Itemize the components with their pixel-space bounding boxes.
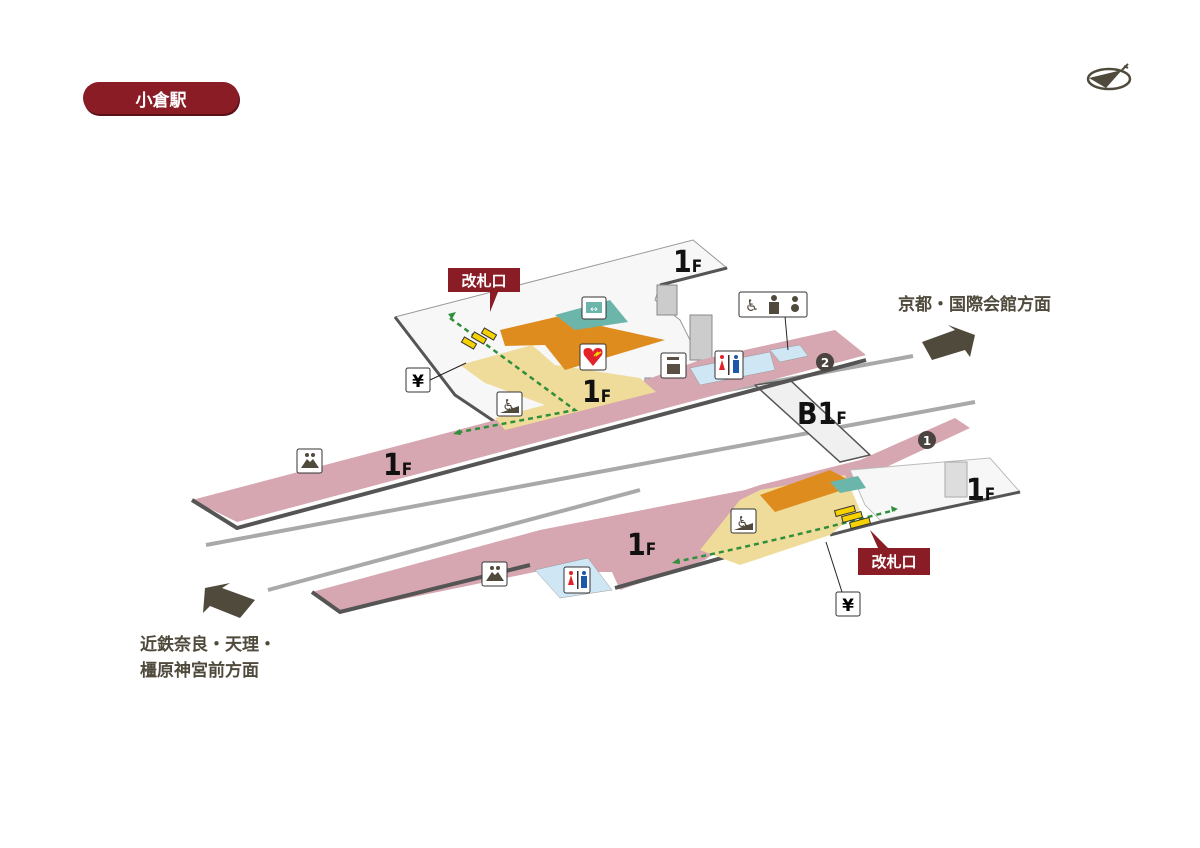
direction-arrow-nara — [203, 583, 255, 618]
route-south — [674, 508, 896, 564]
svg-text:¥: ¥ — [842, 596, 854, 616]
rail-line — [205, 400, 976, 547]
ticket-machine-yen-icon-south: ¥ — [835, 591, 861, 617]
coin-locker-icon — [660, 352, 687, 379]
ticket-gate-south-label: 改札口 — [871, 553, 916, 571]
ticket-gate-south-callout: 改札口 — [858, 530, 930, 575]
railway-logo — [1086, 63, 1132, 91]
route-arrow — [891, 506, 898, 512]
bench-icon-south — [481, 561, 508, 587]
exit-2-marker: 2 — [816, 353, 834, 371]
staircase — [944, 461, 968, 498]
route-north — [449, 316, 579, 435]
restroom-icon-south — [563, 566, 591, 594]
station-name: 小倉駅 — [135, 90, 187, 111]
bench-icon-north — [296, 448, 323, 474]
leader-line — [429, 362, 467, 381]
shop-area-south — [760, 470, 858, 512]
direction-nara-label-line1: 近鉄奈良・天理・ — [140, 635, 276, 655]
wheelchair-ramp-icon-south: ♿ — [730, 508, 757, 534]
floor-label-lower-platform: 1F — [627, 528, 656, 563]
ticket-gate-machines-north — [460, 327, 498, 350]
restroom-icon — [714, 350, 744, 380]
lower-concourse — [829, 457, 1021, 537]
shop-area — [500, 316, 665, 370]
ticket-gate-north-label: 改札口 — [461, 272, 506, 290]
floor-label-upper-concourse: 1F — [673, 245, 702, 280]
floor-label-b1f: B1F — [797, 397, 847, 432]
svg-text:↔: ↔ — [590, 305, 598, 315]
floor-label-upper-area: 1F — [582, 375, 611, 410]
multipurpose-restroom-icon: ♿ — [738, 291, 808, 318]
ticket-gate-north-callout: 改札口 — [448, 268, 520, 312]
concourse-area — [460, 345, 656, 430]
exit-1-marker: 1 — [918, 431, 936, 449]
elevator-icon: ↔ — [581, 296, 607, 320]
route-arrow — [672, 558, 680, 564]
direction-kyoto-label: 京都・国際会館方面 — [898, 295, 1051, 315]
route-arrow — [448, 312, 456, 319]
leader-line — [784, 315, 789, 351]
ticket-gate-machines-south — [833, 504, 872, 530]
multipurpose-area — [769, 344, 809, 363]
ticket-machine-yen-icon-north: ¥ — [405, 367, 431, 393]
station-name-badge: 小倉駅 — [83, 82, 239, 114]
direction-arrow-kyoto — [922, 325, 975, 360]
elevator-area-south — [830, 476, 866, 493]
direction-nara-label-line2: 橿原神宮前方面 — [140, 661, 259, 681]
route-arrow — [453, 429, 461, 435]
aed-icon — [579, 343, 607, 371]
wheelchair-ramp-icon-north: ♿ — [496, 391, 523, 417]
rail-line — [267, 488, 641, 592]
floor-label-upper-platform: 1F — [383, 448, 412, 483]
svg-text:¥: ¥ — [412, 372, 424, 392]
svg-text:♿: ♿ — [745, 296, 759, 315]
svg-text:2: 2 — [821, 356, 829, 370]
staircase — [644, 284, 713, 393]
concourse-area-south — [700, 475, 860, 565]
leader-line — [825, 541, 843, 593]
floor-label-lower-concourse: 1F — [966, 473, 995, 508]
svg-text:1: 1 — [923, 434, 931, 448]
